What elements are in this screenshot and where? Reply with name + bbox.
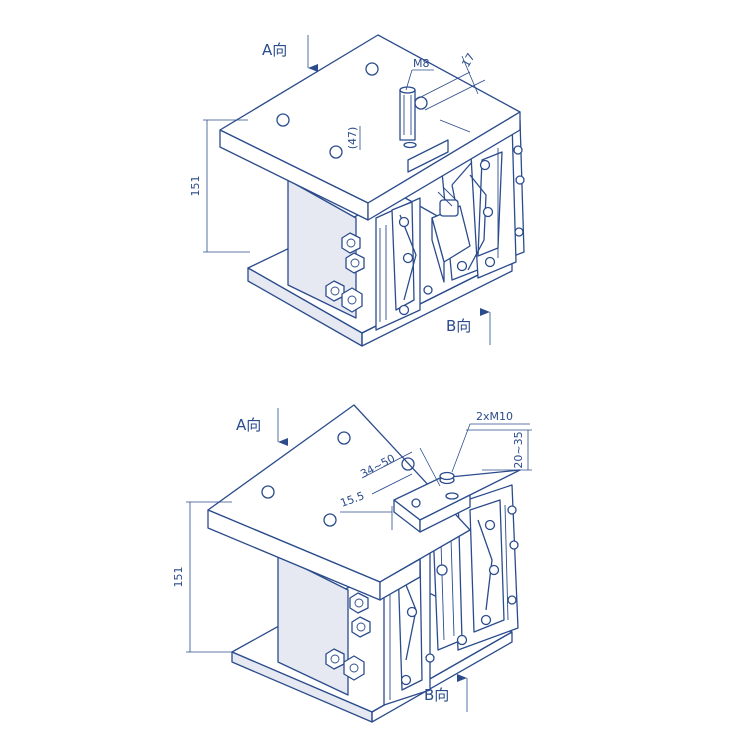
bottom-right-mechanism: [451, 484, 519, 651]
bottom-top-plate: [207, 404, 471, 601]
top-plate-hole-1: [276, 113, 290, 127]
bottom-plate-hole-1: [261, 485, 275, 499]
bottom-dir-a-label: A向: [236, 416, 261, 434]
top-dir-a-label: A向: [262, 41, 287, 59]
top-assembly: [219, 34, 525, 347]
bottom-assembly: [207, 404, 521, 723]
top-bolt-label: M8: [413, 57, 430, 70]
bottom-height-label: 151: [172, 567, 185, 588]
top-middle-block: [431, 187, 471, 283]
top-m8-bolt: [399, 86, 417, 149]
bottom-plate-hole-3: [323, 513, 337, 527]
top-annotations: 151 (47) M8 17 A向 B向: [189, 35, 491, 345]
top-top-plate: [219, 34, 521, 221]
top-offset-label: 17: [459, 51, 477, 70]
bottom-nuts: [325, 592, 371, 681]
top-height-label: 151: [189, 176, 202, 197]
bottom-bracket: [393, 469, 521, 533]
bottom-dir-b-label: B向: [424, 686, 449, 704]
bottom-plate-hole-4: [401, 457, 415, 471]
top-plate-hole-2: [365, 62, 379, 76]
bottom-plate-hole-2: [337, 431, 351, 445]
top-plate-hole-3: [329, 145, 343, 159]
bottom-range-b-label: 20~35: [512, 431, 525, 468]
top-left-mechanism: [375, 197, 433, 331]
top-nuts: [325, 232, 365, 313]
top-dir-b-label: B向: [446, 317, 471, 335]
top-bolt-length-label: (47): [346, 127, 359, 150]
bottom-bolts-label: 2xM10: [476, 410, 513, 423]
